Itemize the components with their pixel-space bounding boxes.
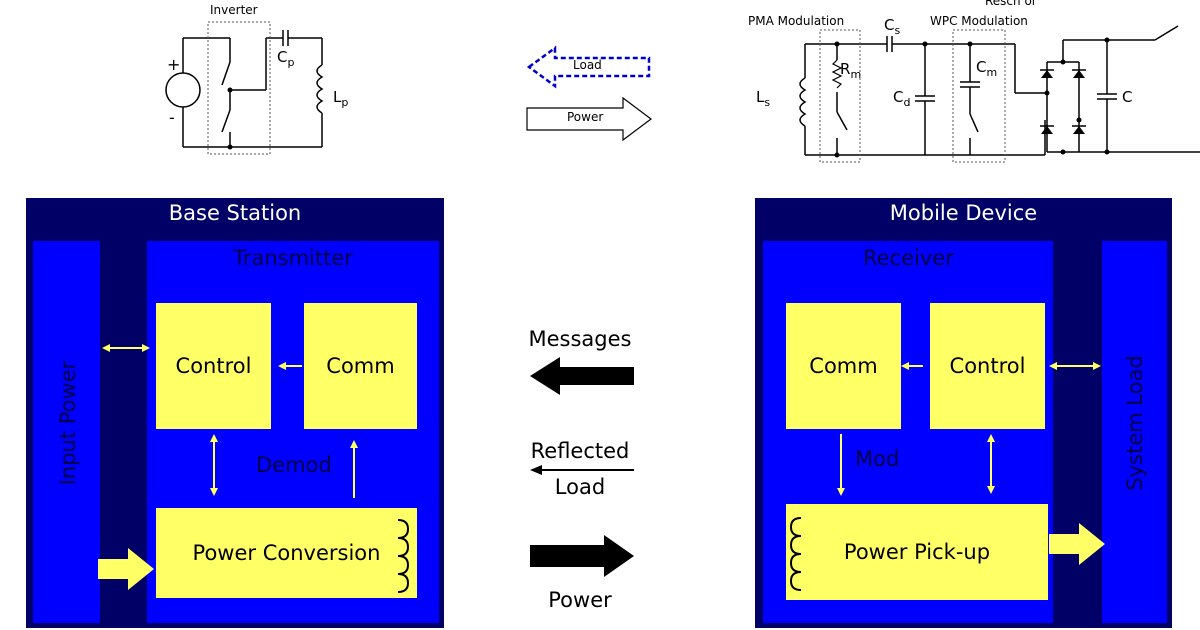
messages-arrow <box>530 357 634 395</box>
pma-label: PMA Modulation <box>748 14 845 28</box>
reflected-load-label: Load <box>554 475 606 499</box>
power-pickup-box: Power Pick-up <box>786 504 1048 600</box>
mod-label: Mod <box>855 447 900 471</box>
cm-label: Cm <box>976 58 998 79</box>
base-station-arrows <box>98 344 410 593</box>
c-label: C <box>1122 88 1133 106</box>
power-arrow-outline <box>526 96 652 142</box>
ls-label: Ls <box>756 88 771 109</box>
receiver-panel: Receiver Comm Control Power Pick-up Mod <box>763 241 1053 623</box>
wpc-label: WPC Modulation <box>930 14 1028 28</box>
transmitter-panel: Transmitter Control Comm Power Conversio… <box>147 241 439 623</box>
minus-sign: - <box>169 108 175 127</box>
mobile-device-title: Mobile Device <box>889 201 1038 225</box>
cp-label: Cp <box>277 48 295 69</box>
reflected-label: Reflected <box>530 439 630 463</box>
base-station-box: Base Station Input Power Transmitter Con… <box>26 198 444 628</box>
plus-sign: + <box>167 55 181 74</box>
mobile-device-box: Mobile Device Receiver Comm Control Powe… <box>755 198 1172 628</box>
inverter-label: Inverter <box>210 3 258 17</box>
input-power-panel: Input Power <box>33 241 100 623</box>
cd-label: Cd <box>893 88 911 109</box>
inverter-circuit <box>165 21 324 155</box>
cs-label: Cs <box>884 16 901 37</box>
rx-comm-box: Comm <box>786 303 901 429</box>
tx-comm-box: Comm <box>304 303 417 429</box>
base-station-title: Base Station <box>168 201 302 225</box>
rx-control-box: Control <box>930 303 1045 429</box>
demod-label: Demod <box>256 453 332 477</box>
transmitter-title: Transmitter <box>233 246 353 270</box>
mobile-device-arrows <box>789 362 1105 591</box>
messages-label: Messages <box>528 327 632 351</box>
tx-control-box: Control <box>156 303 271 429</box>
receiver-circuit <box>799 25 1200 163</box>
receiver-title: Receiver <box>863 246 954 270</box>
wpc-top-label: Resch or <box>985 0 1037 8</box>
system-load-panel: System Load <box>1102 241 1167 623</box>
power-label: Power <box>548 588 612 612</box>
rm-label: Rm <box>840 60 862 81</box>
load-arrow-label: Load <box>573 58 602 72</box>
power-arrow-label: Power <box>567 110 604 124</box>
load-arrow <box>526 45 651 89</box>
reflected-load-arrow <box>530 465 634 475</box>
power-arrow <box>530 535 634 577</box>
power-conversion-box: Power Conversion <box>156 508 417 598</box>
lp-label: Lp <box>333 88 349 109</box>
